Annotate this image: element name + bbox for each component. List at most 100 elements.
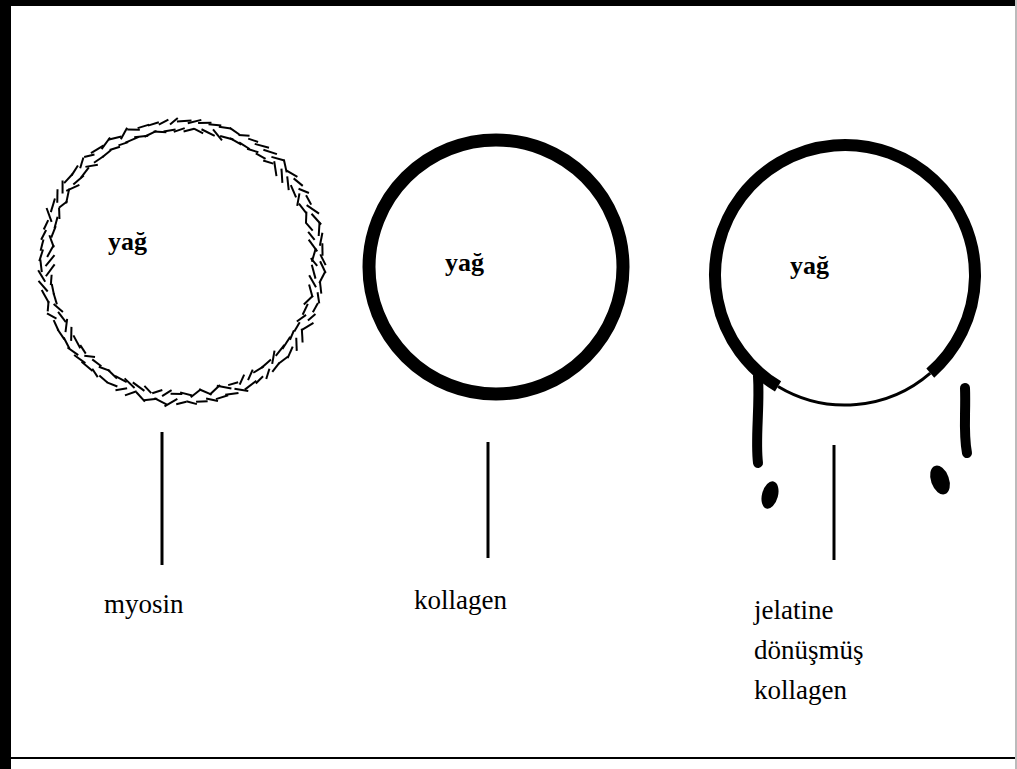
- myosin-stroke: [320, 254, 325, 265]
- myosin-stroke: [46, 255, 55, 266]
- myosin-stroke: [287, 176, 289, 190]
- myosin-stroke: [318, 222, 321, 236]
- droplet-label: yağ: [108, 226, 147, 257]
- myosin-stroke: [80, 345, 86, 354]
- myosin-stroke: [276, 345, 285, 356]
- myosin-stroke: [144, 399, 158, 401]
- myosin-stroke: [272, 351, 274, 364]
- myosin-stroke: [280, 169, 283, 183]
- myosin-stroke: [318, 292, 320, 303]
- myosin-stroke: [54, 320, 59, 330]
- myosin-stroke: [58, 208, 60, 219]
- myosin-stroke: [320, 282, 321, 294]
- myosin-stroke: [301, 329, 304, 343]
- myosin-stroke: [110, 147, 120, 150]
- myosin-stroke: [73, 335, 80, 348]
- myosin-stroke: [313, 303, 318, 312]
- myosin-stroke: [294, 322, 299, 331]
- myosin-stroke: [64, 174, 72, 183]
- myosin-stroke: [304, 296, 313, 305]
- myosin-stroke: [162, 390, 171, 396]
- myosin-stroke: [230, 128, 239, 135]
- droplet-label: yağ: [790, 250, 829, 281]
- myosin-stroke: [84, 356, 95, 357]
- myosin-stroke: [305, 212, 307, 223]
- myosin-stroke: [253, 366, 263, 372]
- myosin-stroke: [303, 304, 308, 315]
- leader-line: [487, 442, 490, 558]
- droplet-label: yağ: [445, 247, 484, 278]
- myosin-stroke: [319, 272, 325, 283]
- myosin-stroke: [299, 204, 306, 213]
- myosin-stroke: [184, 129, 195, 132]
- myosin-stroke: [99, 367, 110, 371]
- myosin-stroke: [66, 185, 79, 191]
- myosin-stroke: [38, 281, 47, 292]
- myosin-stroke: [125, 391, 137, 395]
- myosin-stroke: [248, 370, 253, 381]
- myosin-stroke: [136, 392, 145, 402]
- fat-droplet: yağ: [708, 138, 982, 412]
- myosin-stroke: [234, 389, 248, 391]
- myosin-stroke: [70, 327, 72, 341]
- gelatin-drip: [757, 376, 758, 463]
- myosin-stroke: [321, 243, 323, 256]
- myosin-stroke: [284, 160, 287, 173]
- myosin-stroke: [196, 400, 208, 403]
- myosin-stroke: [263, 150, 277, 154]
- myosin-stroke: [209, 124, 222, 125]
- myosin-stroke: [294, 178, 303, 185]
- myosin-stroke: [297, 315, 306, 322]
- myosin-stroke: [115, 388, 127, 390]
- myosin-stroke: [287, 171, 298, 177]
- myosin-stroke: [144, 386, 151, 393]
- myosin-stroke: [306, 195, 311, 204]
- myosin-stroke: [290, 330, 294, 339]
- myosin-stroke: [312, 265, 316, 279]
- myosin-stroke: [80, 157, 83, 168]
- myosin-stroke: [92, 359, 101, 366]
- myosin-stroke: [306, 222, 313, 230]
- myosin-stroke: [213, 129, 222, 140]
- part-name: kollagen: [414, 580, 614, 620]
- myosin-stroke: [54, 217, 57, 228]
- myosin-stroke: [186, 401, 197, 404]
- myosin-stroke: [107, 382, 117, 386]
- leader-line: [161, 432, 164, 565]
- myosin-stroke: [174, 128, 185, 132]
- frame-bottom: [0, 757, 1017, 759]
- myosin-stroke: [58, 329, 65, 339]
- myosin-stroke: [148, 122, 159, 125]
- fat-droplet: yağ: [40, 120, 324, 404]
- myosin-stroke: [72, 165, 78, 175]
- myosin-stroke: [228, 382, 238, 385]
- myosin-stroke: [108, 136, 121, 139]
- fat-droplet: yağ: [362, 133, 630, 401]
- myosin-stroke: [308, 232, 314, 240]
- myosin-stroke: [274, 161, 276, 176]
- droplet-outline: [708, 138, 982, 412]
- myosin-stroke: [266, 369, 269, 379]
- droplet-outline: [362, 133, 630, 401]
- part-name: jelatine dönüşmüş kollagen: [754, 590, 904, 710]
- myosin-stroke: [308, 314, 316, 321]
- myosin-stroke: [191, 389, 201, 397]
- part-name: myosin: [104, 584, 304, 624]
- myosin-stroke: [240, 375, 245, 385]
- myosin-stroke: [47, 313, 57, 318]
- myosin-stroke: [210, 385, 220, 395]
- myosin-stroke: [39, 250, 43, 262]
- myosin-stroke: [46, 264, 55, 276]
- gelatin-drop: [759, 479, 782, 510]
- myosin-stroke: [245, 381, 257, 390]
- myosin-stroke: [256, 153, 266, 158]
- collagen-ring: [369, 140, 623, 394]
- myosin-stroke: [263, 161, 273, 164]
- myosin-stroke: [42, 290, 49, 303]
- myosin-stroke: [84, 155, 94, 157]
- droplet-outline: [40, 120, 324, 404]
- gelatin-ring: [715, 145, 975, 386]
- myosin-strokes: [38, 118, 325, 406]
- myosin-stroke: [206, 398, 218, 401]
- frame-top: [0, 0, 1017, 6]
